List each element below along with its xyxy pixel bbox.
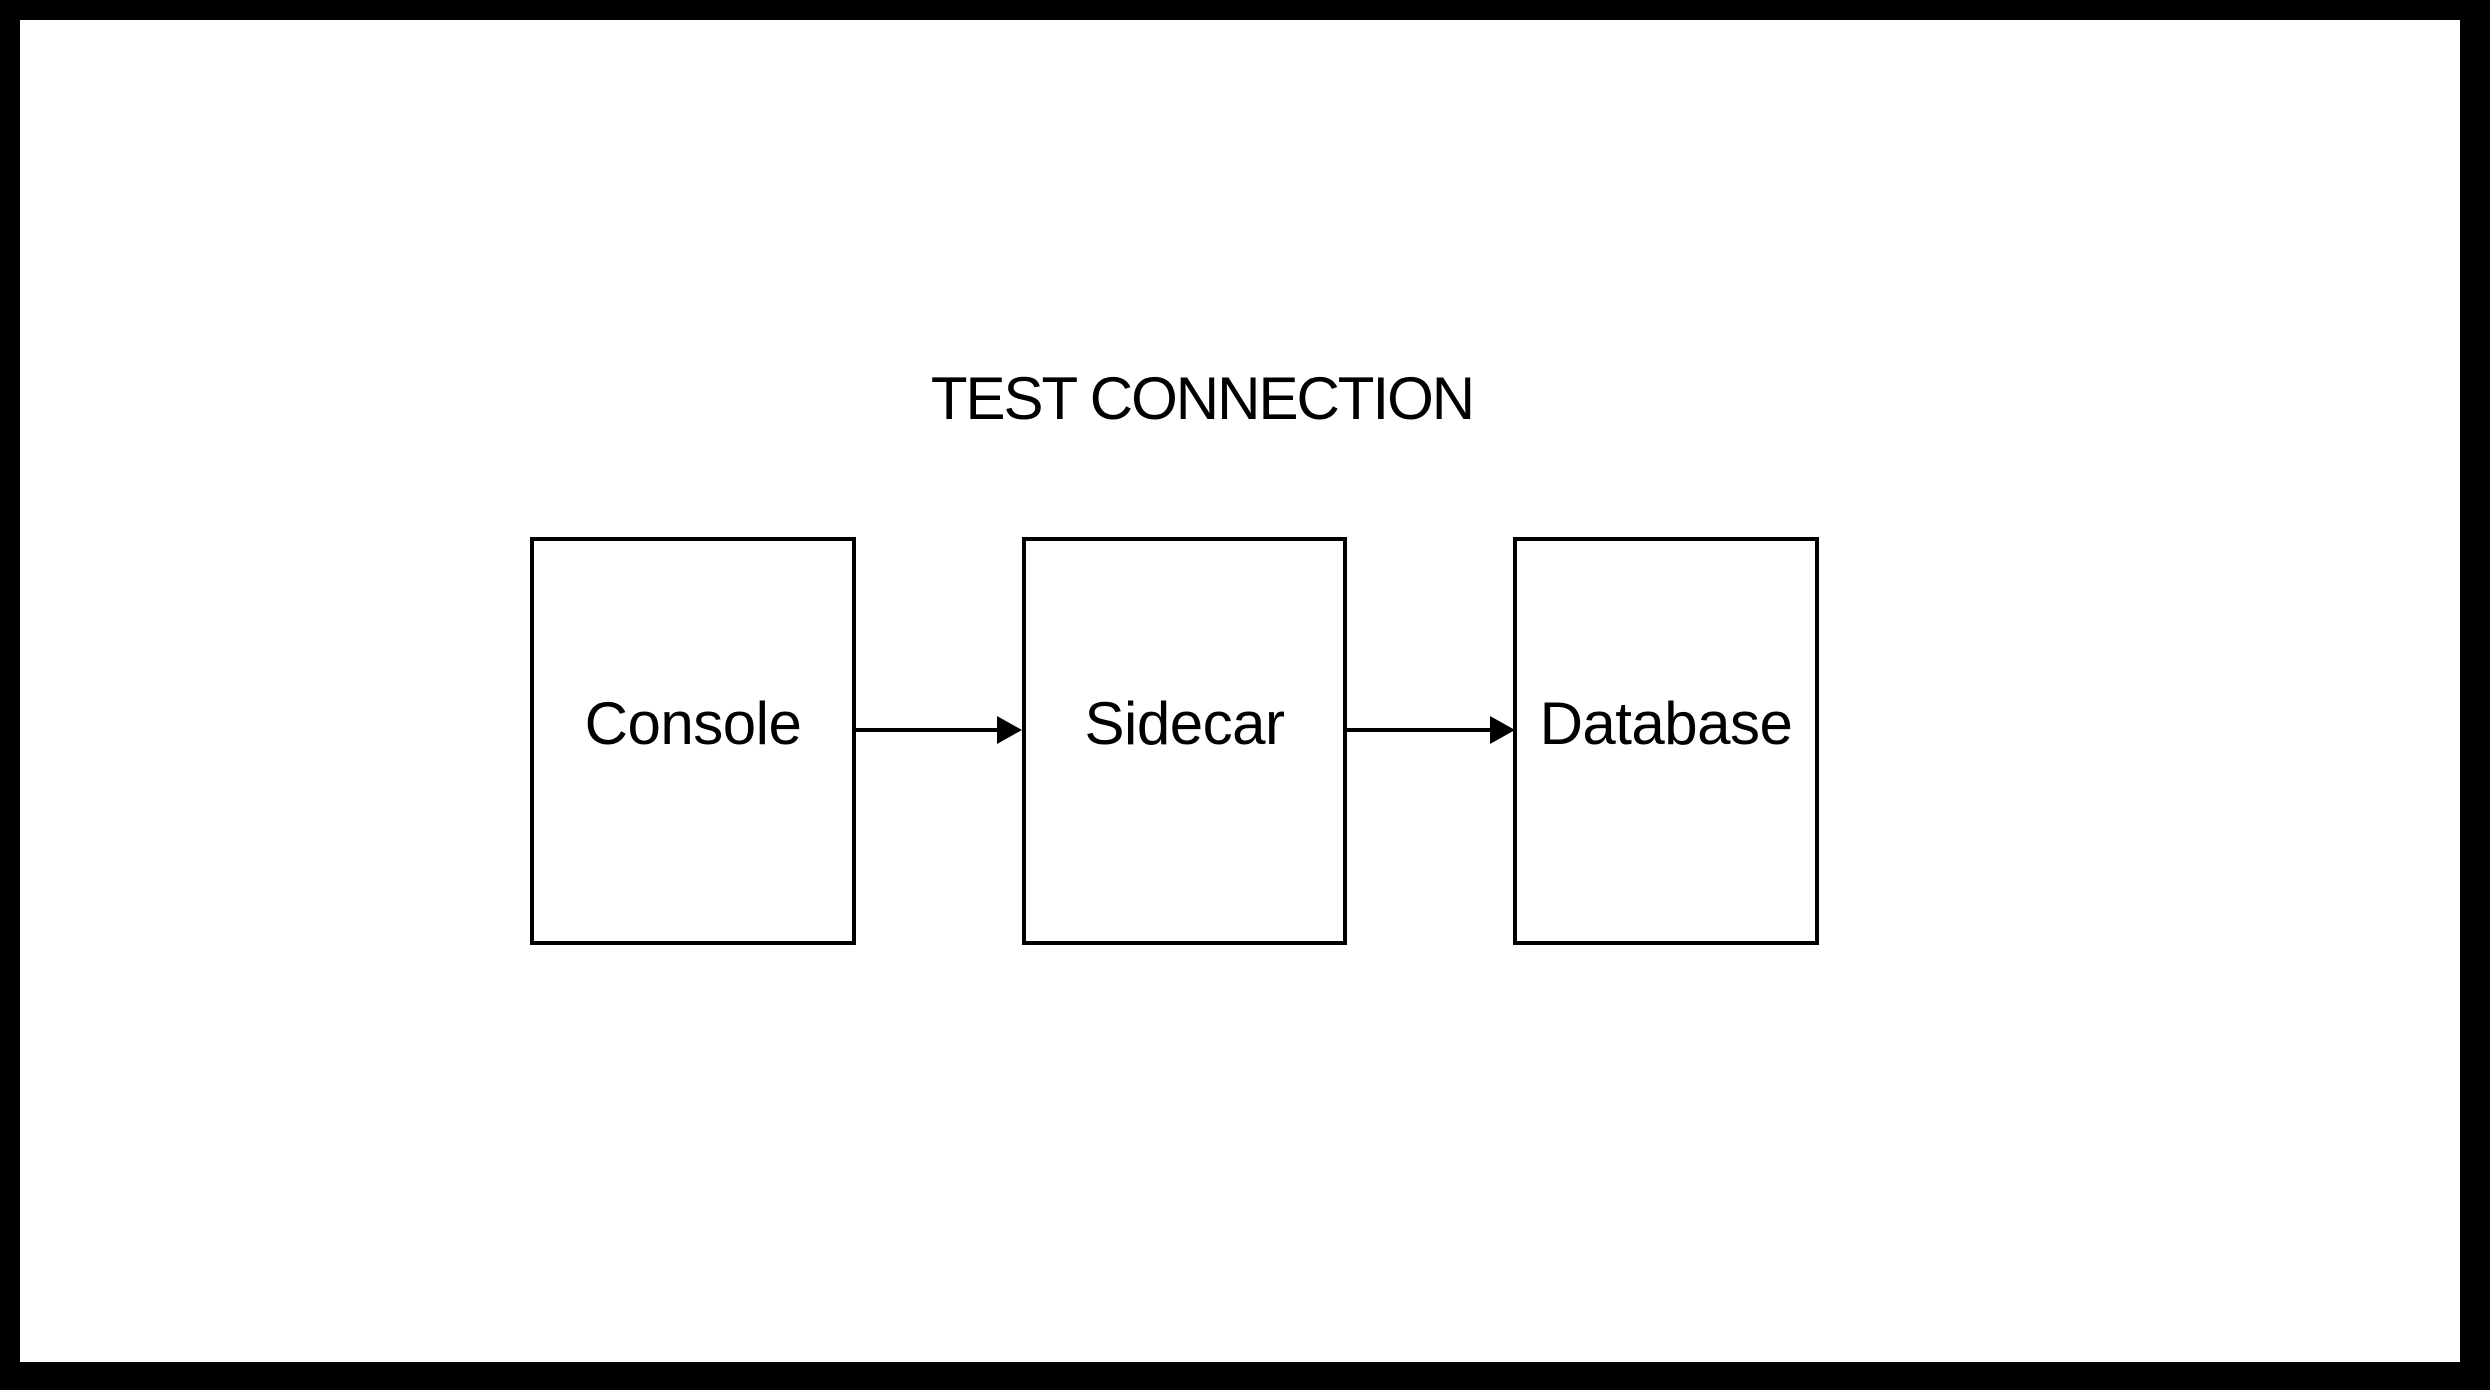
node-console: Console [530, 537, 856, 945]
node-sidecar: Sidecar [1022, 537, 1347, 945]
node-console-label: Console [584, 689, 802, 757]
slide-background: TEST CONNECTION Console Sidecar Database [20, 20, 2460, 1362]
arrow-console-to-sidecar-head-icon [997, 716, 1022, 744]
node-database-label: Database [1539, 689, 1793, 757]
node-sidecar-label: Sidecar [1084, 689, 1285, 757]
arrow-console-to-sidecar-shaft [856, 728, 997, 732]
arrow-sidecar-to-database-shaft [1347, 728, 1490, 732]
diagram-title: TEST CONNECTION [930, 364, 1475, 432]
arrow-sidecar-to-database-head-icon [1490, 716, 1515, 744]
node-database: Database [1513, 537, 1819, 945]
